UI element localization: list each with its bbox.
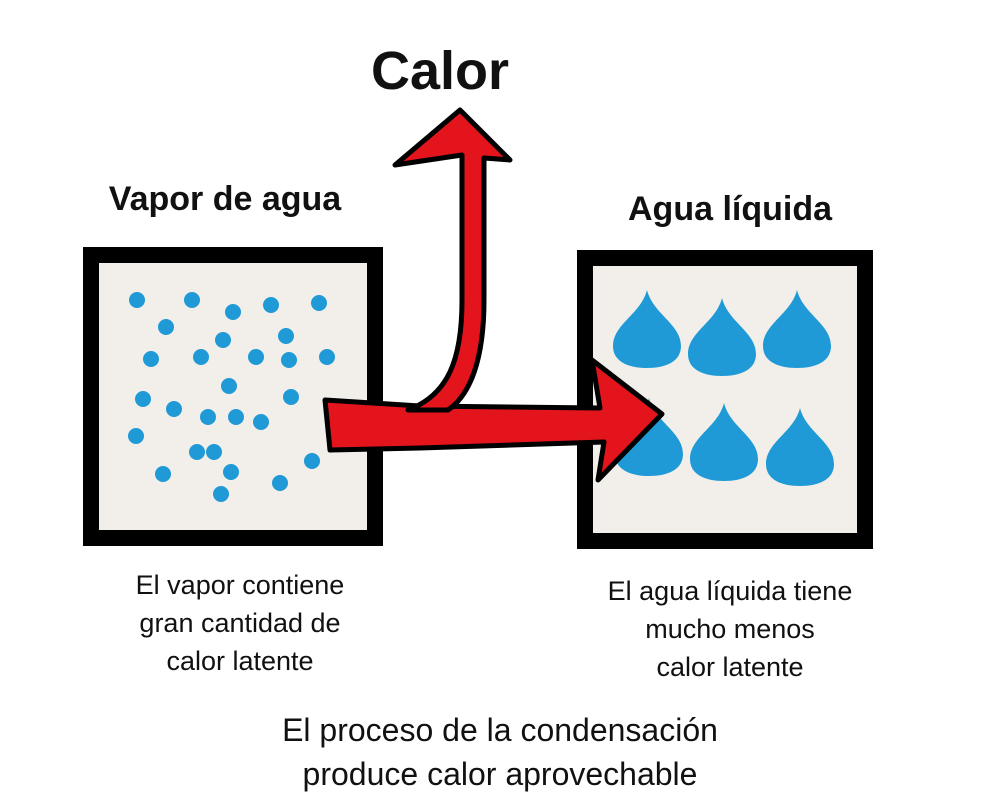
liquid-title: Agua líquida (628, 190, 832, 228)
vapor-particle (278, 328, 294, 344)
vapor-title: Vapor de agua (108, 180, 342, 218)
heat-release-arrow (392, 107, 513, 413)
condensation-arrow (322, 357, 665, 483)
vapor-particle (166, 401, 182, 417)
vapor-particle (223, 464, 239, 480)
process-caption: El proceso de la condensación produce ca… (282, 712, 718, 792)
water-droplet (763, 290, 831, 368)
vapor-particle (206, 444, 222, 460)
vapor-particle (215, 332, 231, 348)
vapor-particle (143, 351, 159, 367)
vapor-particle (304, 453, 320, 469)
vapor-particle (193, 349, 209, 365)
water-droplet (613, 290, 681, 368)
liquid-droplets (613, 290, 834, 486)
vapor-particle (263, 297, 279, 313)
vapor-particle (155, 466, 171, 482)
vapor-particle (319, 349, 335, 365)
vapor-particle (281, 352, 297, 368)
vapor-particle (253, 414, 269, 430)
vapor-particle (189, 444, 205, 460)
vapor-description: El vapor contiene gran cantidad de calor… (135, 570, 345, 676)
water-droplet (688, 298, 756, 376)
vapor-particle (200, 409, 216, 425)
vapor-particle (213, 486, 229, 502)
vapor-particle (228, 409, 244, 425)
vapor-particle (184, 292, 200, 308)
vapor-particle (221, 378, 237, 394)
vapor-particle (248, 349, 264, 365)
vapor-particle (135, 391, 151, 407)
vapor-particle (158, 319, 174, 335)
vapor-particle (129, 292, 145, 308)
heat-label: Calor (370, 41, 510, 101)
water-droplet (690, 403, 758, 481)
liquid-description: El agua líquida tiene mucho menos calor … (607, 576, 853, 682)
vapor-particle (272, 475, 288, 491)
vapor-particles (128, 292, 335, 502)
vapor-particle (128, 428, 144, 444)
water-droplet (615, 398, 683, 476)
vapor-particle (311, 295, 327, 311)
vapor-particle (283, 389, 299, 405)
water-droplet (766, 408, 834, 486)
vapor-particle (225, 304, 241, 320)
